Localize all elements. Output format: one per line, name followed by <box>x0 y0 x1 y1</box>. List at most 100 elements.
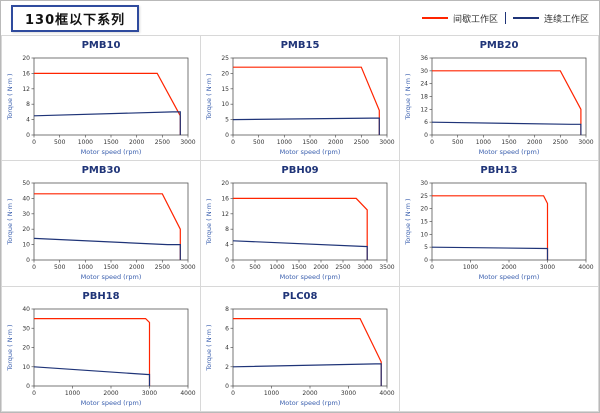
svg-text:20: 20 <box>22 344 30 351</box>
svg-text:2000: 2000 <box>129 264 144 271</box>
svg-text:15: 15 <box>221 86 229 93</box>
svg-text:1000: 1000 <box>78 264 93 271</box>
svg-text:12: 12 <box>22 86 30 93</box>
svg-text:10: 10 <box>22 242 30 249</box>
svg-text:5: 5 <box>424 244 428 251</box>
svg-text:1000: 1000 <box>264 390 279 397</box>
svg-text:4000: 4000 <box>578 264 593 271</box>
svg-text:50: 50 <box>22 180 30 187</box>
svg-text:0: 0 <box>424 257 428 264</box>
svg-text:3000: 3000 <box>578 139 593 146</box>
svg-text:10: 10 <box>22 363 30 370</box>
svg-text:1000: 1000 <box>476 139 491 146</box>
svg-text:8: 8 <box>225 227 229 234</box>
svg-text:2500: 2500 <box>354 139 369 146</box>
svg-text:0: 0 <box>430 139 434 146</box>
red-line-swatch <box>421 17 448 19</box>
svg-text:1500: 1500 <box>291 264 306 271</box>
svg-text:0: 0 <box>231 390 235 397</box>
legend: 间歇工作区 连续工作区 <box>421 12 589 25</box>
svg-text:500: 500 <box>54 139 66 146</box>
svg-text:30: 30 <box>420 180 428 187</box>
chart-title: PMB15 <box>280 40 320 51</box>
svg-text:0: 0 <box>26 257 30 264</box>
svg-text:1000: 1000 <box>269 264 284 271</box>
svg-text:500: 500 <box>452 139 464 146</box>
chart-title: PMB20 <box>479 40 519 51</box>
svg-text:Torque ( N·m ): Torque ( N·m ) <box>6 73 14 120</box>
svg-text:4: 4 <box>225 242 229 249</box>
svg-text:40: 40 <box>22 196 30 203</box>
svg-text:0: 0 <box>225 383 229 390</box>
legend-label: 间歇工作区 <box>452 14 498 25</box>
svg-text:Torque ( N·m ): Torque ( N·m ) <box>6 199 14 246</box>
svg-text:16: 16 <box>22 70 30 77</box>
svg-text:24: 24 <box>420 81 428 88</box>
svg-text:Motor speed (rpm): Motor speed (rpm) <box>280 273 341 281</box>
svg-text:3000: 3000 <box>540 264 555 271</box>
svg-text:1500: 1500 <box>103 264 118 271</box>
svg-text:8: 8 <box>26 101 30 108</box>
svg-text:Motor speed (rpm): Motor speed (rpm) <box>81 399 142 407</box>
svg-text:6: 6 <box>424 119 428 126</box>
svg-text:0: 0 <box>231 264 235 271</box>
svg-text:2000: 2000 <box>302 390 317 397</box>
svg-text:0: 0 <box>225 257 229 264</box>
svg-text:25: 25 <box>221 55 229 62</box>
svg-text:Motor speed (rpm): Motor speed (rpm) <box>81 273 142 281</box>
svg-text:30: 30 <box>22 211 30 218</box>
chart-title: PLC08 <box>282 290 318 302</box>
svg-text:1000: 1000 <box>78 139 93 146</box>
svg-text:20: 20 <box>221 70 229 77</box>
svg-text:2500: 2500 <box>155 264 170 271</box>
svg-text:3000: 3000 <box>180 264 195 271</box>
legend-item-intermittent: 间歇工作区 <box>421 12 498 25</box>
svg-text:12: 12 <box>221 211 229 218</box>
svg-text:30: 30 <box>22 325 30 332</box>
svg-text:Torque ( N·m ): Torque ( N·m ) <box>205 324 213 371</box>
legend-item-continuous: 连续工作区 <box>512 12 589 25</box>
svg-text:3000: 3000 <box>341 390 356 397</box>
svg-text:2500: 2500 <box>155 139 170 146</box>
svg-text:500: 500 <box>249 264 261 271</box>
svg-text:15: 15 <box>420 219 428 226</box>
svg-text:1000: 1000 <box>65 390 80 397</box>
svg-text:4: 4 <box>225 344 229 351</box>
svg-text:1500: 1500 <box>103 139 118 146</box>
svg-text:0: 0 <box>32 264 36 271</box>
svg-text:Motor speed (rpm): Motor speed (rpm) <box>280 399 341 407</box>
svg-text:20: 20 <box>22 227 30 234</box>
legend-label: 连续工作区 <box>543 14 589 25</box>
svg-text:4000: 4000 <box>180 390 195 397</box>
empty-cell <box>400 286 599 412</box>
series-title: 130框以下系列 <box>11 4 140 32</box>
svg-text:0: 0 <box>26 132 30 139</box>
svg-text:Torque ( N·m ): Torque ( N·m ) <box>205 73 213 120</box>
svg-text:4: 4 <box>26 117 30 124</box>
svg-text:12: 12 <box>420 106 428 113</box>
svg-text:18: 18 <box>420 94 428 101</box>
svg-text:Torque ( N·m ): Torque ( N·m ) <box>6 324 14 371</box>
svg-text:6: 6 <box>225 325 229 332</box>
svg-text:0: 0 <box>424 132 428 139</box>
svg-text:Torque ( N·m ): Torque ( N·m ) <box>205 199 213 246</box>
svg-text:0: 0 <box>225 132 229 139</box>
svg-text:Torque ( N·m ): Torque ( N·m ) <box>404 73 412 120</box>
svg-text:30: 30 <box>420 68 428 75</box>
svg-text:Torque ( N·m ): Torque ( N·m ) <box>404 199 412 246</box>
legend-divider <box>504 12 506 24</box>
svg-text:25: 25 <box>420 193 428 200</box>
svg-text:16: 16 <box>221 196 229 203</box>
svg-text:3000: 3000 <box>379 139 394 146</box>
svg-text:1500: 1500 <box>302 139 317 146</box>
